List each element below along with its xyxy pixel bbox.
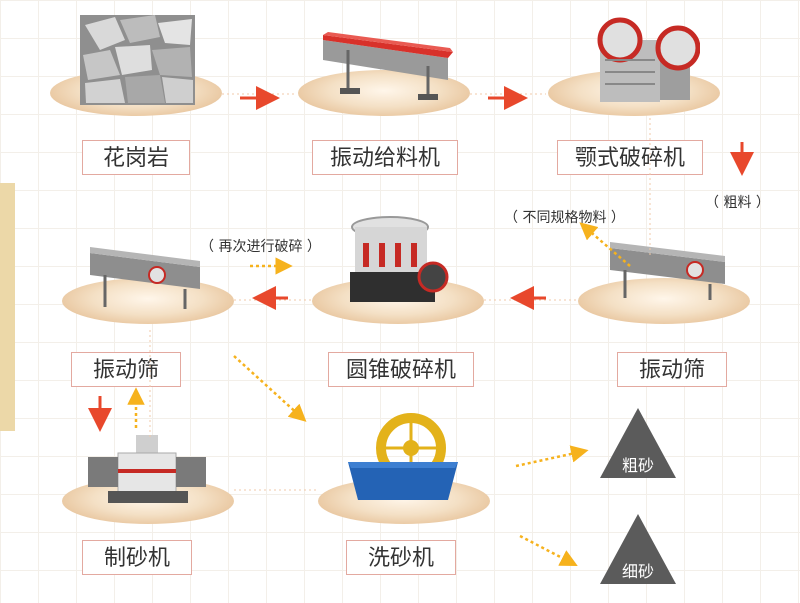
- vibrating-feeder-image: [323, 32, 453, 100]
- granite-rocks-image: [80, 15, 195, 105]
- dotted-arrow-screen-to-washer: [233, 355, 307, 422]
- jaw-crusher-image: [597, 17, 700, 102]
- dotted-arrow-specs: [579, 222, 631, 267]
- node-label-jaw-crusher: 颚式破碎机: [557, 140, 703, 175]
- dotted-arrow-to-coarse-sand: [515, 445, 589, 468]
- dotted-arrow-to-fine-sand: [519, 534, 578, 567]
- coarse-sand-triangle: [600, 408, 676, 478]
- product-fine-sand: 细砂: [621, 562, 654, 581]
- sand-washer-image: [348, 413, 458, 500]
- cone-crusher-image: [350, 216, 449, 302]
- stage-screen-left: [62, 278, 234, 324]
- node-label-cone-crusher: 圆锥破碎机: [328, 352, 474, 387]
- node-label-vibrating-screen-left: 振动筛: [71, 352, 181, 387]
- vibrating-screen-right-image: [610, 242, 725, 300]
- sand-maker-image: [88, 435, 206, 503]
- note-different-specs: （ 不同规格物料 ）: [504, 210, 625, 226]
- stage-screen-right: [578, 278, 750, 324]
- note-recrush: （ 再次进行破碎 ）: [200, 239, 321, 255]
- node-label-vibrating-screen-right: 振动筛: [617, 352, 727, 387]
- fine-sand-triangle: [600, 514, 676, 584]
- note-coarse-material: （ 粗料 ）: [705, 195, 770, 211]
- node-label-vibrating-feeder: 振动给料机: [312, 140, 458, 175]
- node-label-sand-maker: 制砂机: [82, 540, 192, 575]
- node-label-sand-washer: 洗砂机: [346, 540, 456, 575]
- connector-lines: [149, 93, 651, 491]
- vibrating-screen-left-image: [90, 247, 200, 309]
- side-accent-band: [0, 183, 15, 431]
- product-coarse-sand: 粗砂: [621, 456, 654, 475]
- node-label-granite: 花岗岩: [82, 140, 190, 175]
